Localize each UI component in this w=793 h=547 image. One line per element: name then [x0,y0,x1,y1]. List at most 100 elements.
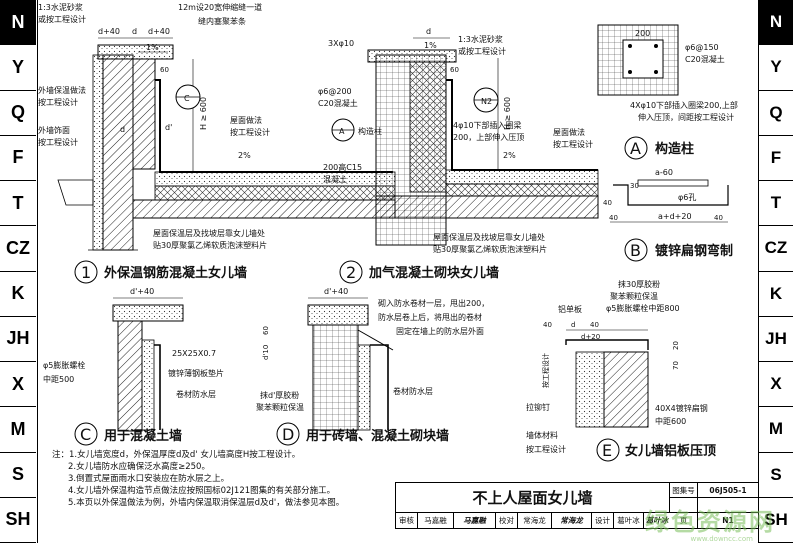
tb-blank [670,498,698,513]
watermark-url: www.downcc.com [690,535,753,543]
index-left-tab-s[interactable]: S [0,453,36,498]
figE-section [565,329,649,428]
notes-block: 注：1.女儿墙宽度d，外保温厚度d及d' 女儿墙高度H按工程设计。 2.女儿墙防… [52,449,392,509]
check-name: 常海龙 [518,513,552,528]
index-left-tab-m[interactable]: M [0,407,36,453]
figD-label-mortar: 抹d'厚胶粉 [260,390,299,400]
fig1-dim-1pct: 1% [146,43,159,52]
figC-label-membrane: 卷材防水层 [176,389,216,399]
figD-note2: 防水层卷上后，将甩出的卷材 [378,312,482,322]
index-right-tab-m[interactable]: M [759,407,793,453]
index-left-tab-k[interactable]: K [0,272,36,317]
fig1-label-gap: 12m设20宽伸缩缝一道 [178,2,262,12]
note-2: 2.女儿墙防水应确保泛水高度≥250。 [68,462,210,472]
figA-label-4x10: 4Xφ10下部插入圈梁200,上部 [630,100,738,110]
fig2-label-mortar: 1:3水泥砂浆 [458,34,503,44]
check-label: 校对 [496,513,518,528]
index-right-tab-y[interactable]: Y [759,45,793,91]
fig2-label-phi6: φ6@200 [318,87,352,96]
index-right-tab-jh[interactable]: JH [759,317,793,362]
fig1-dim-d40: d+40 [98,27,120,36]
figE-title: 女儿墙铝板压顶 [625,443,716,459]
figE-dim-20: 20 [672,341,680,350]
note-1: 注：1.女儿墙宽度d，外保温厚度d及d' 女儿墙高度H按工程设计。 [52,450,301,460]
fig2-title: 加气混凝土砌块女儿墙 [368,265,499,281]
fig1-num: 1 [81,263,91,282]
index-right-tab-cz[interactable]: CZ [759,226,793,272]
figD-label-mortar2: 聚苯颗粒保温 [256,402,304,412]
fig1-dim-h600: H ≥ 600 [199,97,208,130]
review-signature: 马嘉融 [454,513,496,528]
index-right-tab-sh[interactable]: SH [759,498,793,543]
fig2-label-4phi10b: 200，上部伸入压顶 [453,132,524,142]
figB-dim-40b: 40 [609,214,618,222]
figE-label-al: 铝单板 [558,304,582,314]
fig2-label-200c15b: 混凝土 [323,174,347,184]
figB-dim-phi6: φ6孔 [678,193,696,202]
index-left-tab-sh[interactable]: SH [0,498,36,543]
fig2-label-col: 构造柱 [358,126,382,136]
drawing-title: 不上人屋面女儿墙 [396,483,670,513]
fig1-dim-d: d [132,27,137,36]
fig2-label-roof: 屋面做法 [553,127,585,137]
drawing-svg: 1:3水泥砂浆 或按工程设计 12m设20宽伸缩缝一道 缝内塞聚苯条 d+40 … [38,2,738,462]
fig1-label-bottom2: 贴30厚聚氯乙烯软质泡沫塑料片 [153,240,267,250]
figE-label-flat2: 中距600 [655,416,686,426]
fig1-label-mortar2: 或按工程设计 [38,14,86,24]
figA-label-4x10b: 伸入压顶，间距按工程设计 [638,112,734,122]
design-label: 设计 [592,513,614,528]
figE-label-bolt: φ5膨胀螺栓中距800 [606,303,680,313]
fig2-dim-60: 60 [450,66,459,74]
index-right-tab-t[interactable]: T [759,181,793,227]
fig1-label-bottom: 屋面保温层及找坡层靠女儿墙处 [153,228,265,238]
review-label: 审核 [396,513,418,528]
figD-dim-d40: d'+40 [324,287,348,296]
figD-note3: 固定在墙上的防水层外面 [396,326,484,336]
figD-dim-60: 60 [262,326,270,335]
check-signature: 常海龙 [552,513,592,528]
fig1-mark-c: C [184,94,190,103]
fig2-dim-2pct: 2% [503,151,516,160]
design-name: 葛叶冰 [614,513,644,528]
note-4: 4.女儿墙外保温构造节点做法应按照国标02J121图集的有关部分施工。 [68,486,336,496]
index-left-tab-y[interactable]: Y [0,45,36,91]
figE-label-mat2: 按工程设计 [526,444,566,454]
watermark-logo: 绿色资源网 [645,508,775,536]
figB-title: 镀锌扁钢弯制 [655,243,733,259]
index-right-tab-f[interactable]: F [759,136,793,181]
index-right-tab-n[interactable]: N [759,0,793,46]
figE-label-top2: 聚苯颗粒保温 [610,291,658,301]
index-left-tab-n[interactable]: N [0,0,36,46]
index-left-tab-t[interactable]: T [0,181,36,227]
figC-label-bolt: φ5膨胀螺栓 [43,360,85,370]
figB-dim-40: 40 [603,199,612,207]
page-label: 页 [670,513,698,528]
figE-dim-70: 70 [672,361,680,370]
figA-dim-200: 200 [635,29,650,38]
index-right-tab-s[interactable]: S [759,453,793,498]
figE-label-nail: 拉铆钉 [526,402,550,412]
figE-label-top1: 抹30厚胶粉 [618,279,660,289]
index-left-tab-q[interactable]: Q [0,91,36,136]
fig2-num: 2 [346,263,356,282]
figB-dim-40c: 40 [714,214,723,222]
index-right-tab-k[interactable]: K [759,272,793,317]
figA-label-c20: C20混凝土 [685,54,725,64]
fig2-mark-a: A [339,127,345,136]
fig2-label-200c15: 200高C15 [323,162,362,172]
index-left-tab-cz[interactable]: CZ [0,226,36,272]
index-left-tab-f[interactable]: F [0,136,36,181]
figE-dim-d20: d+20 [581,333,600,341]
figA-mark: A [630,139,641,158]
figB-section [610,179,729,223]
index-right-tab-q[interactable]: Q [759,91,793,136]
figD-section [307,297,394,431]
index-right-tab-x[interactable]: X [759,362,793,408]
index-left-tab-jh[interactable]: JH [0,317,36,362]
figC-label-angle: 25X25X0.7 [172,349,216,358]
fig1-label-gap2: 缝内塞聚苯条 [198,16,246,26]
fig2-mark-n2: N2 [481,97,492,106]
index-left-tab-x[interactable]: X [0,362,36,408]
note-5: 5.本页以外保温做法为例，外墙内保温取消保温层d及d'，做法参见本图。 [68,498,345,508]
